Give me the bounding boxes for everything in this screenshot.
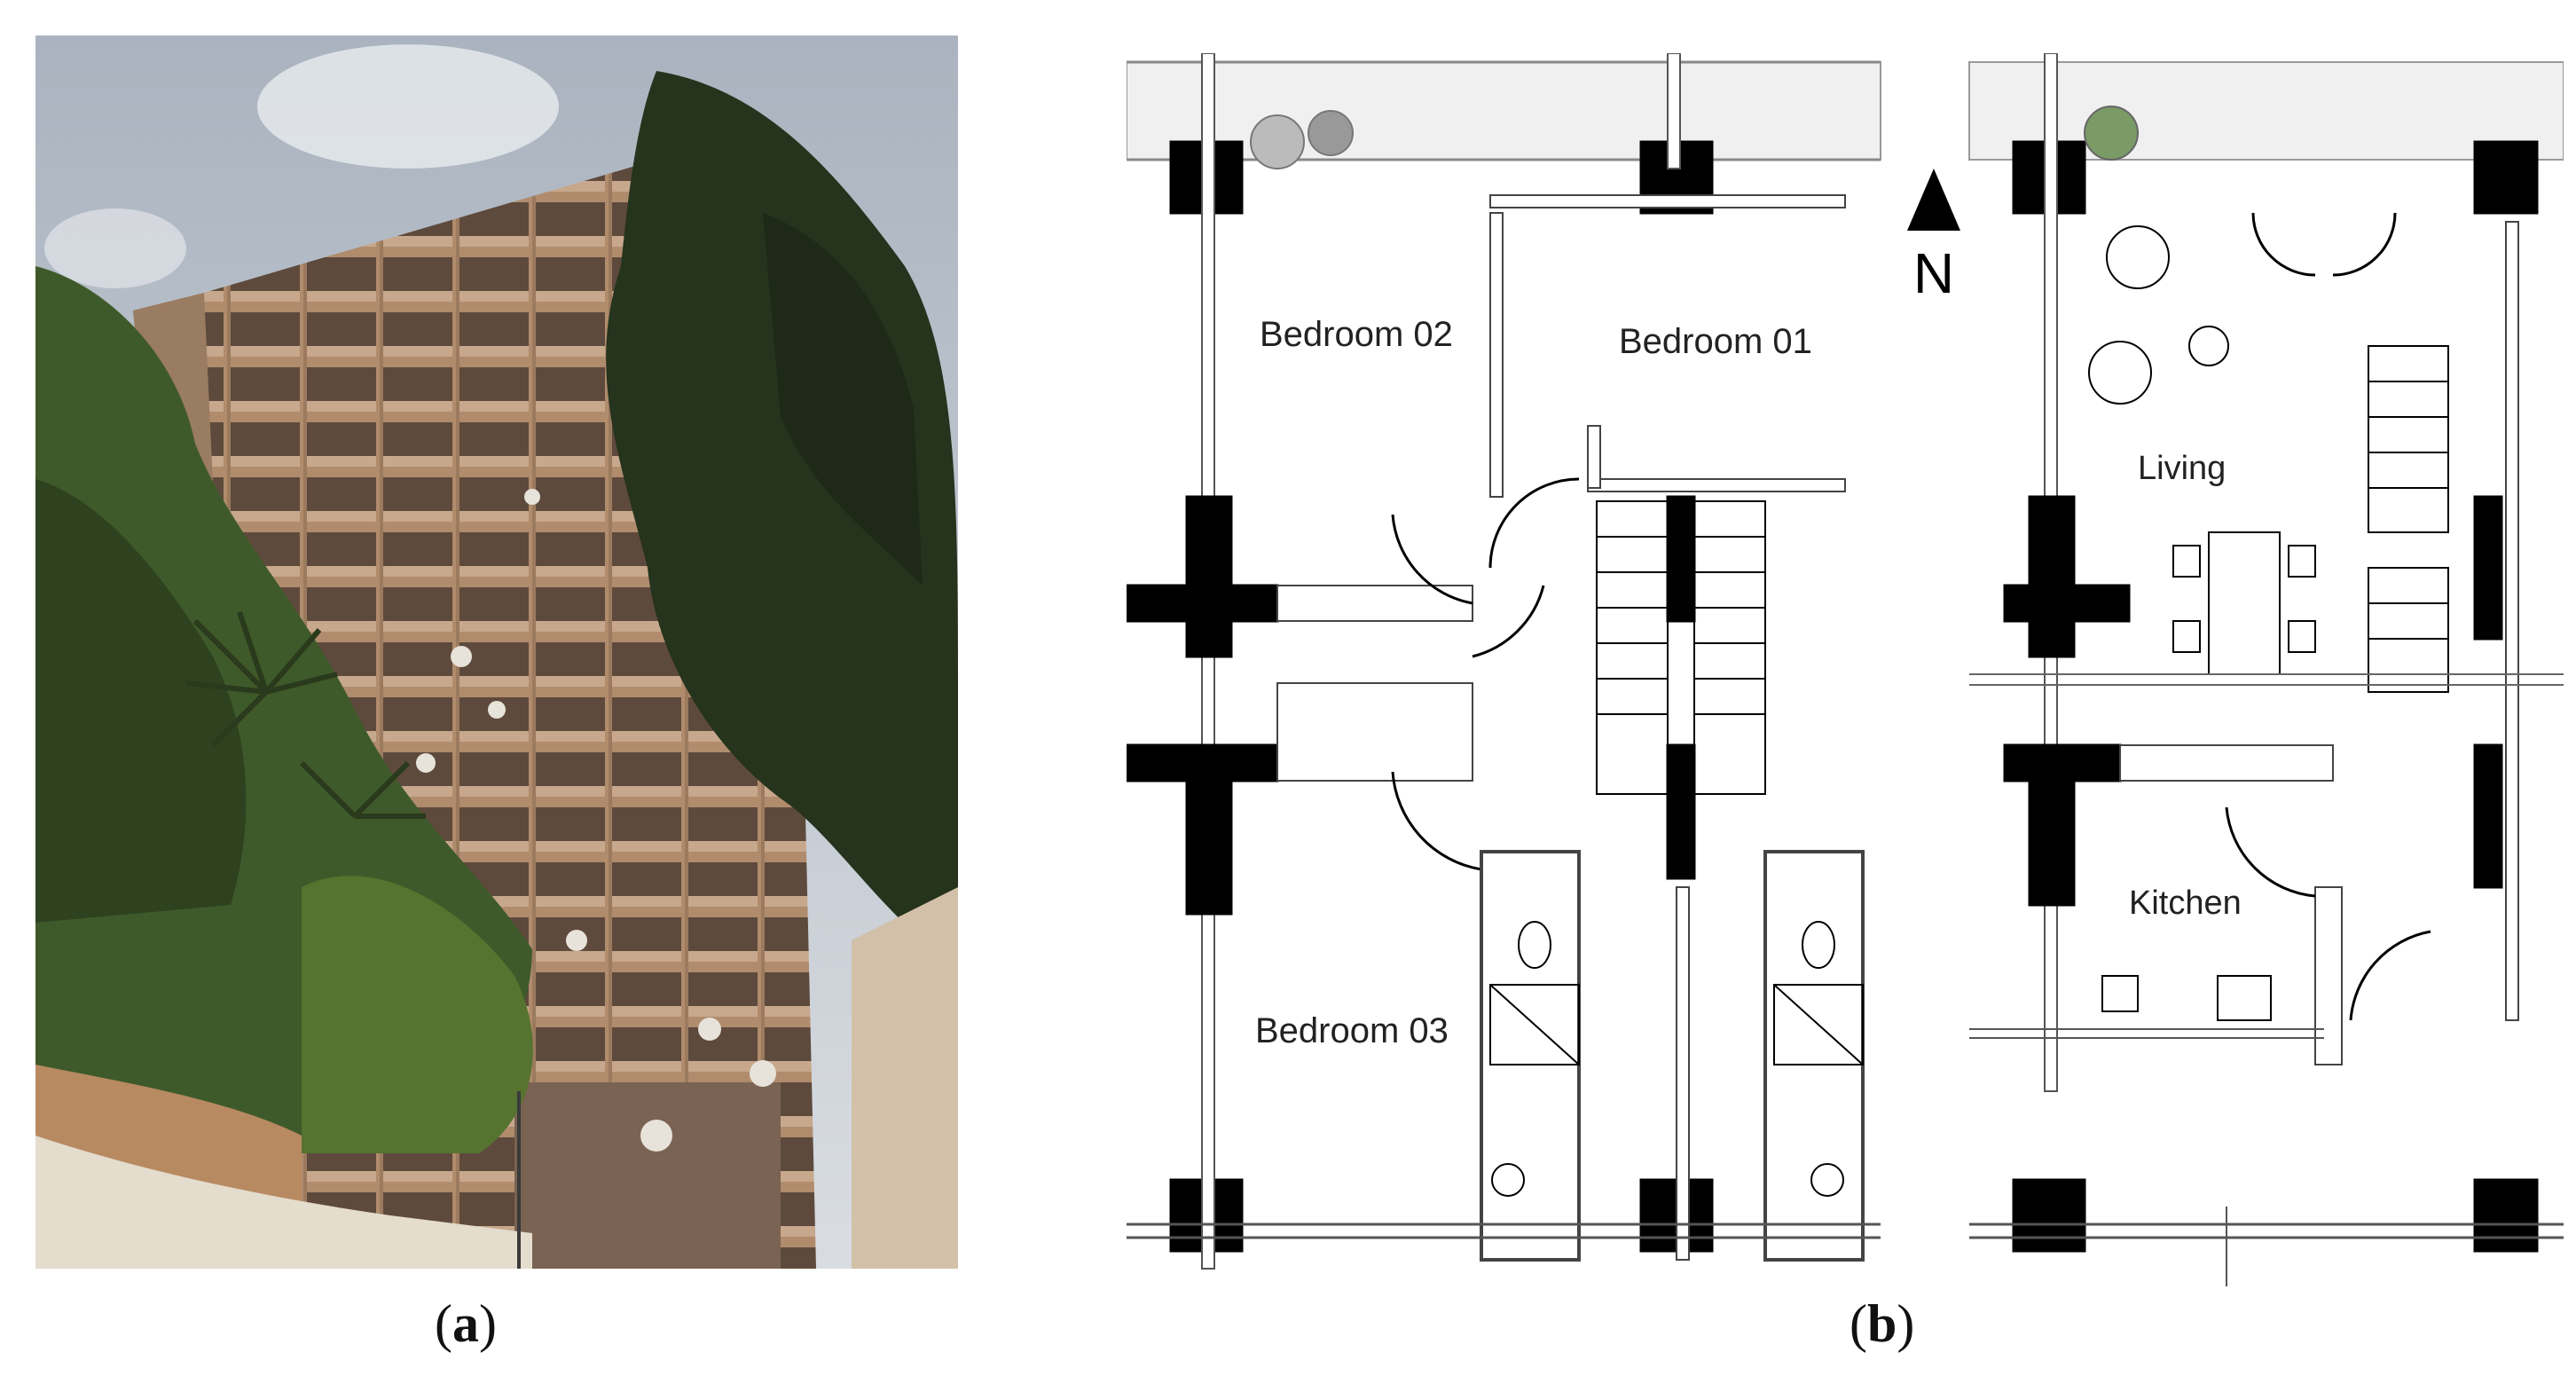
door-swing (2349, 930, 2431, 1021)
sink (1810, 1163, 1844, 1197)
wall (1667, 52, 1681, 169)
floor-plan-drawing: N Bedroom 02 Bedroom 01 Bedroom 03 Livin… (1125, 52, 2564, 1286)
north-label: N (1913, 241, 1954, 305)
planter (2084, 106, 2139, 161)
palm-fronds (185, 611, 426, 819)
chair (2172, 545, 2201, 578)
wall (2505, 221, 2519, 1021)
armchair (2088, 341, 2152, 405)
caption-open-paren: ( (1850, 1294, 1867, 1353)
retaining-wall (35, 1136, 532, 1269)
planter (1308, 110, 1354, 156)
door-swing (1472, 585, 1545, 658)
door-swing (1391, 771, 1482, 871)
stair-wall (1666, 495, 1696, 623)
sink (1491, 1163, 1525, 1197)
wall (1276, 682, 1473, 782)
wall (1587, 425, 1601, 489)
wall (1676, 886, 1690, 1261)
unit-right-plan (1968, 52, 2564, 1286)
wall-core (2003, 743, 2122, 782)
wall (2314, 886, 2343, 1065)
shrub (302, 876, 533, 1153)
caption-letter: a (452, 1294, 479, 1353)
stair-wall (1666, 743, 1696, 880)
unit-left-plan (1125, 52, 1881, 1270)
room-label-bedroom-01: Bedroom 01 (1619, 322, 1812, 361)
wall-core (1125, 584, 1279, 623)
chair (2288, 545, 2316, 578)
stair-wall (2473, 495, 2503, 641)
north-arrow-icon (1907, 169, 1960, 231)
tree-shadow (763, 213, 923, 586)
tower-base (514, 1082, 781, 1269)
door-swing (2225, 806, 2316, 898)
bathroom (1763, 850, 1865, 1262)
cloud (44, 208, 186, 288)
room-label-bedroom-02: Bedroom 02 (1260, 315, 1453, 354)
building-photo-illustration (35, 35, 958, 1269)
planter (1250, 114, 1305, 169)
dining-table (2208, 531, 2281, 675)
wall (1276, 585, 1473, 622)
door-swing (1391, 514, 1473, 605)
party-wall (1201, 52, 1215, 1270)
retaining-wall-right (852, 887, 958, 1269)
satellite-dishes (416, 489, 776, 1152)
left-tree-shadow (35, 479, 247, 923)
shower (1489, 984, 1580, 1065)
cloud (257, 44, 559, 169)
caption-close-paren: ) (1897, 1294, 1915, 1353)
chair (2288, 620, 2316, 653)
stair-wall (2473, 743, 2503, 889)
stair (2368, 345, 2449, 693)
stove-burner (2101, 975, 2139, 1012)
caption-open-paren: ( (435, 1294, 452, 1353)
toilet (1802, 921, 1835, 969)
wall (2119, 744, 2334, 782)
wall-core (2028, 495, 2076, 658)
kitchen-sink (2217, 975, 2272, 1021)
door-swing (2332, 212, 2397, 277)
shower (1773, 984, 1864, 1065)
wall-core (1185, 495, 1233, 658)
caption-a: (a) (435, 1293, 497, 1355)
column (2012, 1178, 2086, 1253)
caption-close-paren: ) (478, 1294, 497, 1353)
wall (1587, 478, 1846, 492)
column (2473, 1178, 2539, 1253)
bathroom (1480, 850, 1581, 1262)
wall (1489, 212, 1504, 498)
building-photo (35, 35, 958, 1269)
caption-letter: b (1866, 1294, 1897, 1353)
floor-plan: N Bedroom 02 Bedroom 01 Bedroom 03 Livin… (1125, 52, 2564, 1286)
stair (1596, 500, 1766, 795)
wall-core (2003, 584, 2131, 623)
wall-core (1125, 743, 1279, 782)
chair (2172, 620, 2201, 653)
side-table (2188, 326, 2229, 366)
room-label-living: Living (2138, 450, 2226, 487)
door-swing (1488, 477, 1580, 569)
toilet (1518, 921, 1551, 969)
cypress-tree (606, 71, 958, 967)
room-label-bedroom-03: Bedroom 03 (1255, 1011, 1449, 1050)
caption-b: (b) (1850, 1293, 1914, 1355)
column (2473, 140, 2539, 215)
wall (1489, 194, 1846, 208)
armchair (2106, 225, 2170, 289)
door-swing (2251, 212, 2316, 277)
room-label-kitchen: Kitchen (2129, 885, 2242, 922)
